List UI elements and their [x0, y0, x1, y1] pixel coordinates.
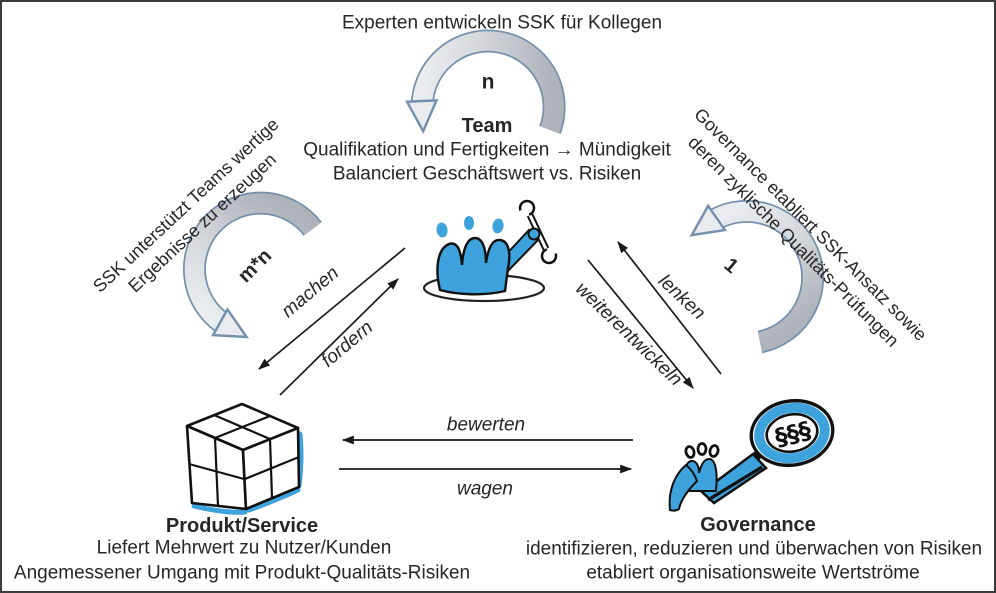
edge-label-bewerten: bewerten: [446, 414, 526, 436]
fordern-arrow: [279, 278, 399, 396]
relation-arrows: [258, 241, 722, 474]
left-loop-arc: [183, 191, 322, 339]
product-description-2: Angemessener Umgang mit Produkt-Qualität…: [13, 562, 471, 584]
right-loop-arc: [689, 199, 825, 354]
machen-arrow: [258, 247, 406, 370]
governance-description-1: identifizieren, reduzieren und überwache…: [525, 538, 983, 560]
governance-description-2: etabliert organisationsweite Wertströme: [586, 562, 920, 584]
product-cube-icon: [185, 402, 304, 515]
top-loop-caption: Experten entwickeln SSK für Kollegen: [341, 12, 663, 34]
team-description-2: Balanciert Geschäftswert vs. Risiken: [332, 163, 642, 185]
product-description-1: Liefert Mehrwert zu Nutzer/Kunden: [96, 537, 392, 559]
team-description-1: Qualifikation und Fertigkeiten → Mündigk…: [303, 139, 671, 161]
edge-label-wagen: wagen: [457, 478, 513, 500]
lenken-arrow: [617, 241, 722, 375]
weiterentwickeln-arrow: [587, 259, 694, 389]
governance-magnifier-icon: §§§: [668, 398, 835, 512]
top-loop-multiplicity: n: [481, 70, 495, 94]
governance-title: Governance: [700, 514, 816, 536]
top-loop-arc: [405, 29, 566, 135]
product-title: Produkt/Service: [165, 515, 319, 537]
team-people-wrench-icon: [422, 199, 558, 303]
team-title: Team: [461, 115, 513, 137]
